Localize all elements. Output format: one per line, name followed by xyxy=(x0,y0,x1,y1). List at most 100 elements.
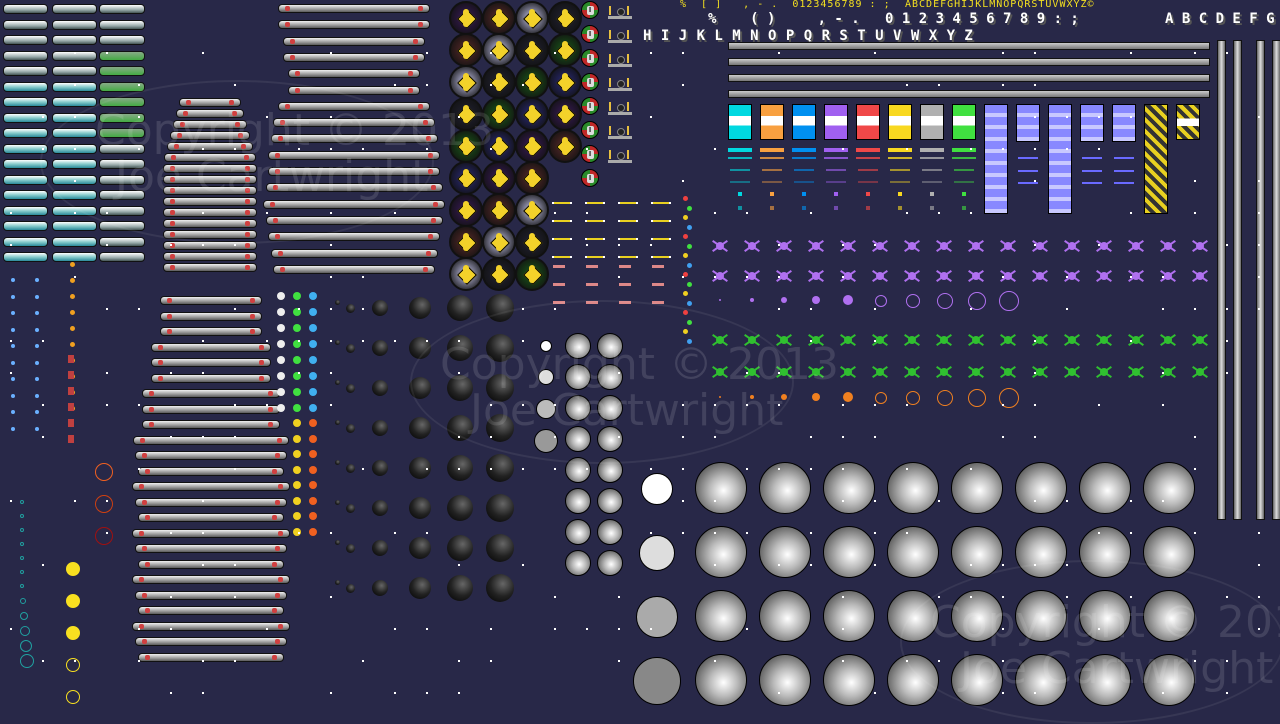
grid-dot xyxy=(810,436,812,438)
brick-dot xyxy=(962,206,966,210)
powerup-orb-icon xyxy=(548,97,582,131)
brick-sliver xyxy=(922,181,942,183)
grid-dot xyxy=(618,276,620,278)
grid-dot xyxy=(618,244,620,246)
grid-dot xyxy=(426,340,428,342)
grid-dot xyxy=(682,468,684,470)
spider-enemy-sprite xyxy=(972,336,980,344)
large-sphere-sprite xyxy=(1015,462,1067,514)
grid-dot xyxy=(1162,308,1164,310)
grid-dot xyxy=(298,308,300,310)
black-ball-sprite xyxy=(409,297,431,319)
watermark-line2: Joe Cartwright xyxy=(960,643,1274,694)
grid-dot xyxy=(1226,52,1228,54)
extra-life-icon: I xyxy=(581,121,599,139)
paddle-sprite xyxy=(3,97,48,107)
brick-dot xyxy=(898,206,902,210)
black-ball-sprite xyxy=(447,495,473,521)
grid-dot xyxy=(106,244,108,246)
spider-enemy-sprite xyxy=(812,272,820,280)
blue-dot-sprite xyxy=(35,294,39,299)
grid-dot xyxy=(458,468,460,470)
brick-sliver xyxy=(792,148,816,152)
color-dot-sprite xyxy=(277,340,285,348)
ring-sprite xyxy=(95,527,113,545)
grid-dot xyxy=(1226,244,1228,246)
grid-dot xyxy=(970,308,972,310)
grid-dot xyxy=(1130,212,1132,214)
black-ball-sprite xyxy=(409,457,431,479)
launcher-arrow-icon xyxy=(627,150,629,159)
grid-dot xyxy=(682,52,684,54)
grid-dot xyxy=(74,212,76,214)
extra-life-letter: I xyxy=(586,173,594,183)
extra-life-letter: I xyxy=(586,29,594,39)
gem-sprite xyxy=(683,291,688,296)
hazard-brick-sprite xyxy=(1144,104,1168,214)
black-ball-sprite xyxy=(345,543,355,553)
brick-sliver xyxy=(856,148,880,152)
grid-dot xyxy=(426,52,428,54)
spider-enemy-sprite xyxy=(972,272,980,280)
grid-dot xyxy=(874,564,876,566)
yellow-ball-sprite xyxy=(66,562,80,576)
brick-sliver xyxy=(952,148,976,152)
grid-dot xyxy=(778,692,780,694)
grid-dot xyxy=(778,276,780,278)
hazard-brick-sprite xyxy=(1176,104,1200,140)
orange-dot-sprite xyxy=(70,294,75,299)
grid-dot xyxy=(938,84,940,86)
grid-dot xyxy=(1098,148,1100,150)
black-ball-sprite xyxy=(345,583,355,593)
grid-dot xyxy=(42,564,44,566)
grid-dot xyxy=(106,52,108,54)
small-font-letters: ABCDEFGHIJKLMNOPQRSTUVWXYZ© xyxy=(905,0,1095,10)
powerup-orb-icon xyxy=(482,1,516,35)
grid-dot xyxy=(714,564,716,566)
grid-dot xyxy=(650,532,652,534)
grid-dot xyxy=(1194,52,1196,54)
blue-dot-sprite xyxy=(35,377,39,381)
flat-large-ball-sprite xyxy=(633,657,681,705)
grid-dot xyxy=(362,340,364,342)
grid-dot xyxy=(874,340,876,342)
grid-dot xyxy=(682,500,684,502)
blue-dot-sprite xyxy=(11,360,15,365)
brick-sprite xyxy=(856,104,880,140)
spider-enemy-sprite xyxy=(780,336,788,344)
grid-dot xyxy=(522,564,524,566)
powerup-orb-icon xyxy=(548,33,582,67)
paddle-sprite xyxy=(99,50,145,61)
laser-sprite xyxy=(586,283,598,286)
color-dot-sprite xyxy=(293,356,301,364)
grid-dot xyxy=(746,276,748,278)
grid-dot xyxy=(42,436,44,438)
powerup-orb-icon xyxy=(515,129,549,163)
small-font-symbols: % [ ] , - . 0123456789 : ; xyxy=(680,0,891,10)
brick-sprite xyxy=(824,104,848,140)
spider-enemy-sprite xyxy=(748,242,756,250)
grid-dot xyxy=(1194,308,1196,310)
grid-dot xyxy=(1162,372,1164,374)
spider-enemy-sprite xyxy=(1036,272,1044,280)
grid-dot xyxy=(1002,148,1004,150)
launcher-base xyxy=(608,64,632,67)
cyan-particle-sprite xyxy=(20,514,24,518)
grid-dot xyxy=(458,116,460,118)
launcher-arrow-icon xyxy=(627,102,629,111)
gem-sprite xyxy=(687,224,692,230)
paddle-sprite xyxy=(3,174,48,185)
black-ball-sprite xyxy=(409,537,431,559)
color-dot-sprite xyxy=(309,404,317,412)
grid-dot xyxy=(1258,212,1260,214)
grid-dot xyxy=(234,468,236,470)
grid-dot xyxy=(138,404,140,406)
laser-sprite xyxy=(586,265,598,268)
gray-sphere-sprite xyxy=(565,550,591,576)
color-dot-sprite xyxy=(293,512,301,520)
spider-enemy-sprite xyxy=(940,336,948,344)
grid-dot xyxy=(298,372,300,374)
grid-dot xyxy=(490,84,492,86)
